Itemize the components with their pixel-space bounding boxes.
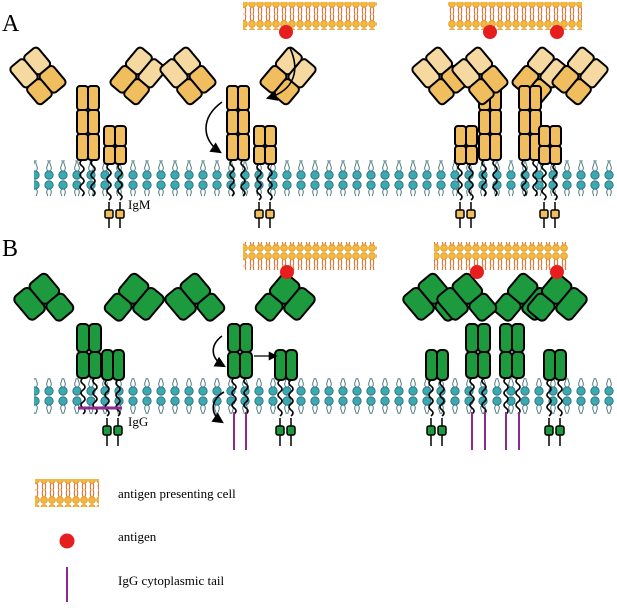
legend: antigen presenting cell antigen IgG cyto… [35,479,236,602]
antigen-a2 [483,25,497,39]
igg-label: IgG [128,414,148,429]
legend-antigen-label: antigen [118,529,157,544]
antigen-presenting-cell-icon [35,479,99,507]
antigen-b2 [470,265,484,279]
antigen-presenting-cell-b2 [434,242,568,270]
antigen-b1 [280,265,294,279]
igm-label: IgM [128,197,151,212]
legend-igg-tail-label: IgG cytoplasmic tail [118,573,225,588]
panel-a-letter: A [2,11,20,37]
plasma-membrane-a [34,160,617,196]
antigen-a3 [550,25,564,39]
antigen-presenting-cell-b1 [243,242,377,270]
antigen-b3 [550,265,564,279]
panel-b-letter: B [2,236,18,262]
panel-b: B IgG [2,236,617,450]
panel-a: A IgM [2,2,617,229]
conformation-arrow-a2 [205,101,223,154]
antigen-icon [59,533,75,549]
conformation-arrow-a1 [265,47,296,101]
antigen-presenting-cell-a1 [243,2,377,30]
plasma-membrane-b [34,378,617,414]
conformation-arrow-b2 [211,391,225,424]
conformation-arrow-b1 [212,335,226,368]
antigen-a1 [279,25,293,39]
antigen-presenting-cell-a2 [448,2,582,30]
legend-apc-label: antigen presenting cell [118,486,236,501]
